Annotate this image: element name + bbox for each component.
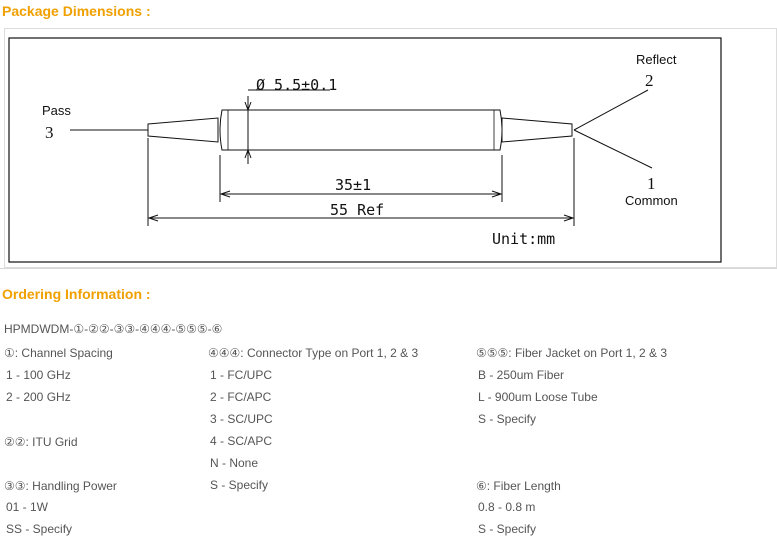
option-text: B - 250um Fiber — [478, 368, 565, 382]
reflect-port-number: 2 — [645, 71, 654, 90]
pass-port-number: 3 — [45, 123, 54, 142]
unit-label: Unit:mm — [492, 230, 555, 248]
option-text: 1 - 100 GHz — [6, 368, 71, 382]
drawing-border — [8, 37, 722, 263]
option-text: ⑥: Fiber Length — [476, 479, 561, 493]
option-text: 1 - FC/UPC — [210, 368, 273, 382]
reflect-fiber — [573, 89, 649, 131]
section-divider — [0, 268, 777, 269]
common-label: Common — [625, 193, 678, 208]
option-text: S - Specify — [478, 412, 537, 426]
package-dimensions-heading: Package Dimensions : — [2, 3, 151, 19]
option-text: 2 - FC/APC — [210, 390, 272, 404]
option-text: L - 900um Loose Tube — [478, 390, 598, 404]
option-text: S - Specify — [210, 478, 269, 492]
reflect-label: Reflect — [636, 52, 677, 67]
option-text: 4 - SC/APC — [210, 434, 273, 448]
pass-label: Pass — [42, 103, 71, 118]
common-port-number: 1 — [647, 174, 656, 193]
tube-body — [219, 109, 503, 151]
option-text: N - None — [210, 456, 259, 470]
option-text: ⑤⑤⑤: Fiber Jacket on Port 1, 2 & 3 — [476, 346, 668, 360]
ordering-information-heading: Ordering Information : — [2, 286, 151, 302]
total-length-label: 55 Ref — [330, 201, 384, 219]
package-dimensions-drawing: Reflect 2 Pass 3 1 Common Ø 5.5±0.1 35±1… — [8, 37, 722, 263]
common-fiber — [573, 129, 653, 169]
option-text: ④④④: Connector Type on Port 1, 2 & 3 — [208, 346, 419, 360]
diameter-label: Ø 5.5±0.1 — [256, 76, 337, 94]
body-length-label: 35±1 — [335, 176, 371, 194]
option-text: SS - Specify — [6, 522, 73, 536]
option-text: ②②: ITU Grid — [4, 435, 78, 449]
option-text: 2 - 200 GHz — [6, 390, 71, 404]
option-text: ①: Channel Spacing — [4, 346, 113, 360]
option-text: 01 - 1W — [6, 500, 49, 514]
option-text: ③③: Handling Power — [4, 479, 117, 493]
left-boot — [147, 117, 219, 143]
option-text: 3 - SC/UPC — [210, 412, 273, 426]
part-number: HPMDWDM-①-②②-③③-④④④-⑤⑤⑤-⑥ — [4, 322, 223, 336]
option-text: 0.8 - 0.8 m — [478, 500, 536, 514]
right-boot — [501, 117, 573, 143]
option-text: S - Specify — [478, 522, 537, 536]
